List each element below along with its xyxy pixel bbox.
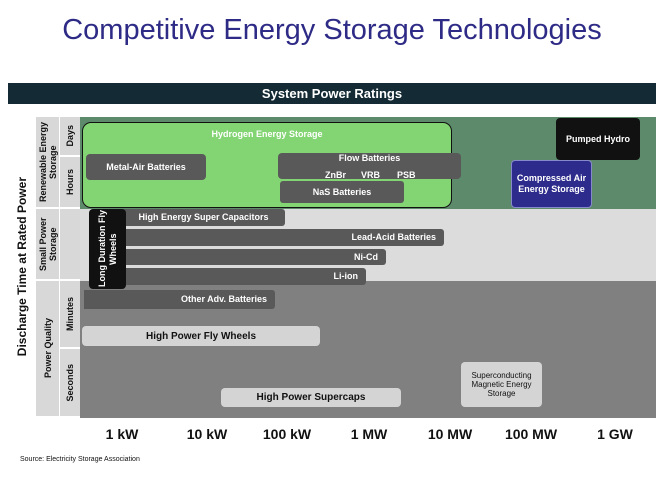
category-renewable: Renewable Energy Storage — [36, 117, 60, 209]
tech-high-power-flywheels: High Power Fly Wheels — [82, 326, 320, 346]
x-tick-100mw: 100 MW — [504, 426, 558, 442]
source-note: Source: Electricity Storage Association — [20, 456, 140, 463]
category-small-power-label: Small Power Storage — [37, 217, 58, 271]
tech-ni-cd: Ni-Cd — [122, 249, 386, 265]
x-tick-1kw: 1 kW — [105, 426, 139, 442]
sub-seconds: Seconds — [60, 349, 80, 418]
tech-flow-znbr: ZnBr — [325, 170, 346, 180]
tech-flow-psb: PSB — [397, 170, 416, 180]
tech-caes: Compressed Air Energy Storage — [511, 160, 592, 208]
header-bar: System Power Ratings — [8, 83, 656, 104]
y-axis-title: Discharge Time at Rated Power — [8, 118, 36, 416]
page-title: Competitive Energy Storage Technologies — [62, 14, 602, 46]
tech-li-ion: Li-ion — [122, 268, 366, 285]
tech-flow-batteries — [278, 153, 461, 179]
category-power-quality: Power Quality — [36, 281, 60, 418]
tech-flow-batteries-label: Flow Batteries — [338, 153, 401, 163]
sub-small-power-blank — [60, 209, 80, 281]
x-tick-10mw: 10 MW — [427, 426, 473, 442]
category-power-quality-label: Power Quality — [42, 318, 53, 379]
sub-hours-label: Hours — [65, 168, 75, 195]
tech-pumped-hydro: Pumped Hydro — [556, 118, 640, 160]
tech-long-duration-flywheels: Long Duration Fly Wheels — [89, 209, 126, 289]
tech-high-power-supercaps: High Power Supercaps — [221, 388, 401, 407]
x-tick-1gw: 1 GW — [597, 426, 633, 442]
category-renewable-label: Renewable Energy Storage — [37, 121, 58, 203]
x-tick-10kw: 10 kW — [186, 426, 228, 442]
sub-minutes: Minutes — [60, 281, 80, 349]
tech-long-duration-flywheels-label: Long Duration Fly Wheels — [96, 210, 118, 288]
tech-smes: Superconducting Magnetic Energy Storage — [461, 362, 542, 407]
x-tick-1mw: 1 MW — [350, 426, 388, 442]
tech-other-adv-batteries: Other Adv. Batteries — [84, 290, 275, 309]
sub-minutes-label: Minutes — [65, 296, 75, 331]
y-axis-title-text: Discharge Time at Rated Power — [15, 177, 29, 357]
tech-supercap-high-energy: High Energy Super Capacitors — [122, 209, 285, 226]
sub-days: Days — [60, 117, 80, 157]
tech-lead-acid: Lead-Acid Batteries — [122, 229, 444, 246]
sub-seconds-label: Seconds — [65, 363, 75, 402]
x-tick-100kw: 100 kW — [262, 426, 312, 442]
tech-flow-vrb: VRB — [361, 170, 381, 180]
tech-metal-air: Metal-Air Batteries — [86, 154, 206, 180]
tech-nas: NaS Batteries — [280, 181, 404, 203]
sub-hours: Hours — [60, 157, 80, 209]
category-small-power: Small Power Storage — [36, 209, 60, 281]
sub-days-label: Days — [65, 125, 75, 147]
